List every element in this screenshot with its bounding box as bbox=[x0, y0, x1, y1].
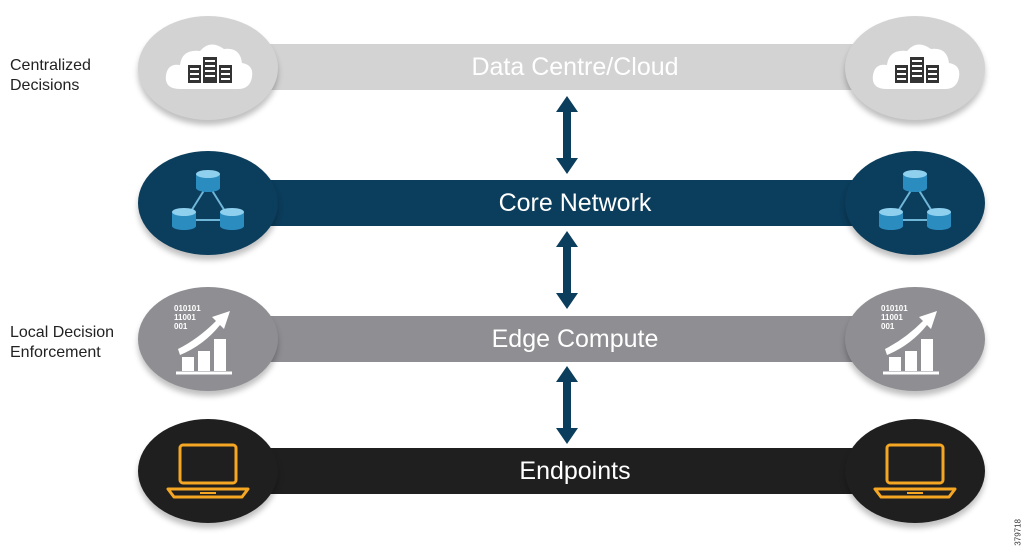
bidirectional-arrow-icon bbox=[556, 366, 578, 444]
data-centre-cloud-right-oval bbox=[845, 16, 985, 120]
binary-text-line-2: 11001 bbox=[881, 313, 903, 322]
endpoints-right-oval bbox=[845, 419, 985, 523]
bidirectional-arrow-icon bbox=[556, 96, 578, 174]
analytics-chart-icon: 010101 11001 001 bbox=[881, 304, 939, 375]
core-network-right-oval bbox=[845, 151, 985, 255]
binary-text-line-3: 001 bbox=[174, 322, 188, 331]
laptop-icon bbox=[873, 443, 957, 499]
cloud-server-icon bbox=[165, 44, 253, 89]
laptop-icon bbox=[166, 443, 250, 499]
data-centre-cloud-label: Data Centre/Cloud bbox=[471, 52, 679, 81]
network-database-icon bbox=[172, 170, 244, 230]
binary-text-line-1: 010101 bbox=[881, 304, 908, 313]
core-network-left-oval bbox=[138, 151, 278, 255]
network-database-icon bbox=[879, 170, 951, 230]
endpoints-bar: Endpoints bbox=[205, 448, 945, 494]
data-centre-cloud-bar: Data Centre/Cloud bbox=[205, 44, 945, 90]
local-decision-enforcement-label: Local Decision Enforcement bbox=[10, 324, 115, 361]
binary-text-line-3: 001 bbox=[881, 322, 895, 331]
edge-compute-label: Edge Compute bbox=[491, 324, 659, 353]
analytics-chart-icon: 010101 11001 001 bbox=[174, 304, 232, 375]
endpoints-left-oval bbox=[138, 419, 278, 523]
data-centre-cloud-left-oval bbox=[138, 16, 278, 120]
binary-text-line-2: 11001 bbox=[174, 313, 196, 322]
core-network-label: Core Network bbox=[498, 188, 652, 217]
edge-compute-right-oval: 010101 11001 001 bbox=[845, 287, 985, 391]
centralized-decisions-label: Centralized Decisions bbox=[10, 57, 91, 94]
edge-compute-left-oval: 010101 11001 001 bbox=[138, 287, 278, 391]
bidirectional-arrow-icon bbox=[556, 231, 578, 309]
binary-text-line-1: 010101 bbox=[174, 304, 201, 313]
figure-id: 379718 bbox=[1014, 519, 1023, 546]
core-network-bar: Core Network bbox=[205, 180, 945, 226]
edge-compute-bar: Edge Compute bbox=[205, 316, 945, 362]
cloud-server-icon bbox=[872, 44, 960, 89]
endpoints-label: Endpoints bbox=[519, 456, 631, 485]
